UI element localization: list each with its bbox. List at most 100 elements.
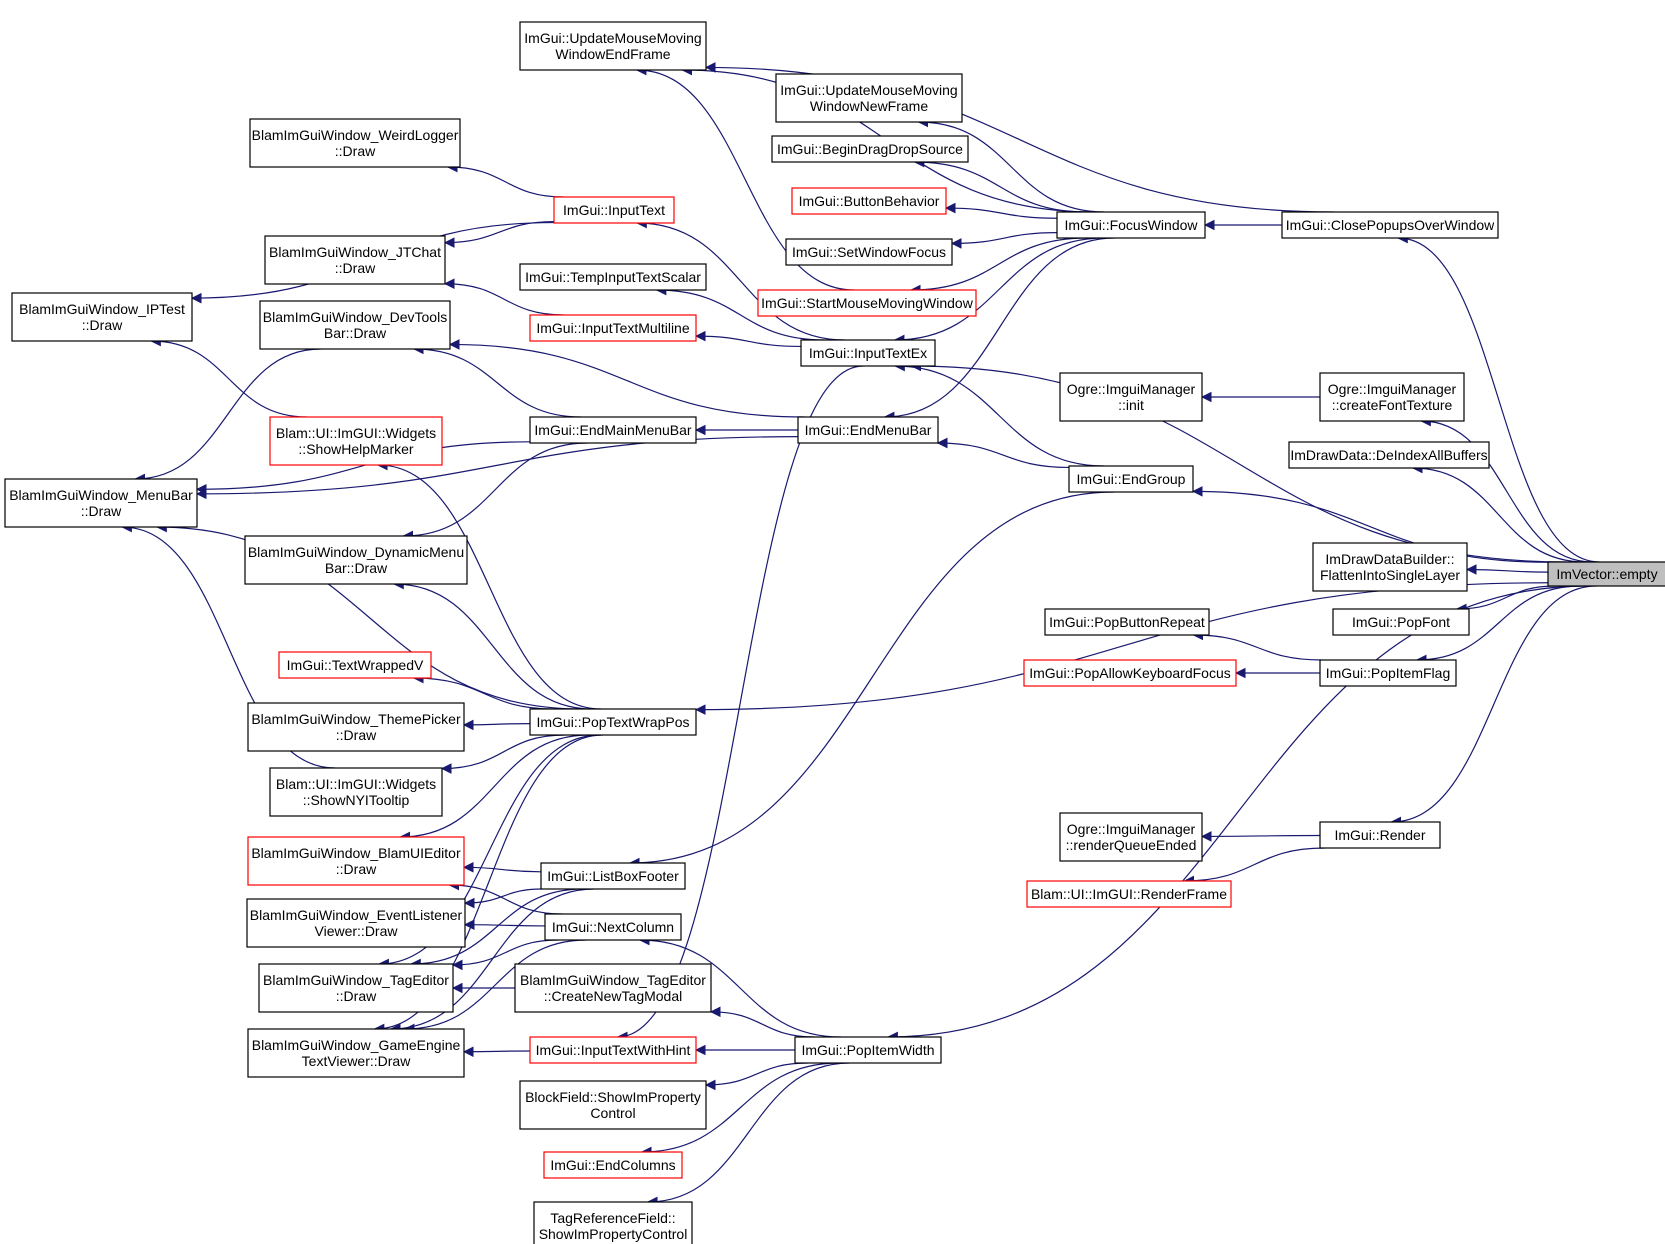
node-box[interactable] bbox=[519, 1080, 707, 1130]
graph-node-n_tagref[interactable]: TagReferenceField::ShowImPropertyControl bbox=[533, 1201, 693, 1244]
node-box[interactable] bbox=[1288, 441, 1490, 469]
node-box[interactable] bbox=[519, 263, 707, 291]
node-box[interactable] bbox=[543, 1151, 683, 1179]
graph-node-n_inputtext[interactable]: ImGui::InputText bbox=[553, 196, 675, 224]
node-box[interactable] bbox=[1044, 608, 1210, 636]
node-box[interactable] bbox=[1319, 821, 1441, 849]
graph-node-n_popiw[interactable]: ImGui::PopItemWidth bbox=[794, 1036, 942, 1064]
graph-node-n_endmain[interactable]: ImGui::EndMainMenuBar bbox=[529, 416, 697, 444]
graph-node-n_itmulti[interactable]: ImGui::InputTextMultiline bbox=[529, 314, 697, 342]
node-box[interactable] bbox=[247, 1028, 465, 1078]
node-box[interactable] bbox=[4, 478, 198, 528]
graph-node-n_setwf[interactable]: ImGui::SetWindowFocus bbox=[785, 238, 953, 266]
node-box[interactable] bbox=[785, 238, 953, 266]
node-box[interactable] bbox=[771, 135, 969, 163]
node-box[interactable] bbox=[11, 292, 193, 342]
graph-node-n_deindex[interactable]: ImDrawData::DeIndexAllBuffers bbox=[1288, 441, 1490, 469]
node-box[interactable] bbox=[259, 300, 451, 350]
node-box[interactable] bbox=[247, 702, 465, 752]
graph-node-n_renderframe[interactable]: Blam::UI::ImGUI::RenderFrame bbox=[1026, 880, 1232, 908]
graph-node-n_iptest[interactable]: BlamImGuiWindow_IPTest::Draw bbox=[11, 292, 193, 342]
graph-node-n_gametext[interactable]: BlamImGuiWindow_GameEngineTextViewer::Dr… bbox=[247, 1028, 465, 1078]
node-box[interactable] bbox=[1547, 561, 1665, 587]
node-box[interactable] bbox=[529, 1036, 697, 1064]
graph-node-n_smmw[interactable]: ImGui::StartMouseMovingWindow bbox=[757, 289, 977, 317]
graph-node-n_endgroup[interactable]: ImGui::EndGroup bbox=[1068, 465, 1194, 493]
graph-node-n_ogre_rqe[interactable]: Ogre::ImguiManager::renderQueueEnded bbox=[1059, 812, 1203, 862]
node-box[interactable] bbox=[529, 416, 697, 444]
graph-node-n_itex[interactable]: ImGui::InputTextEx bbox=[800, 339, 936, 367]
graph-node-n_blockfield[interactable]: BlockField::ShowImPropertyControl bbox=[519, 1080, 707, 1130]
graph-node-n_focus[interactable]: ImGui::FocusWindow bbox=[1056, 211, 1206, 239]
node-box[interactable] bbox=[529, 314, 697, 342]
node-box[interactable] bbox=[1059, 372, 1203, 422]
node-box[interactable] bbox=[258, 963, 454, 1013]
graph-node-n_ithint[interactable]: ImGui::InputTextWithHint bbox=[529, 1036, 697, 1064]
node-box[interactable] bbox=[1319, 659, 1457, 687]
graph-node-n_ogre_cft[interactable]: Ogre::ImguiManager::createFontTexture bbox=[1319, 372, 1465, 422]
node-box[interactable] bbox=[1319, 372, 1465, 422]
node-box[interactable] bbox=[514, 963, 712, 1013]
node-box[interactable] bbox=[247, 836, 465, 886]
graph-node-n_lbf[interactable]: ImGui::ListBoxFooter bbox=[540, 862, 686, 890]
node-box[interactable] bbox=[519, 21, 707, 71]
graph-node-n_bdds[interactable]: ImGui::BeginDragDropSource bbox=[771, 135, 969, 163]
graph-node-n_jchat[interactable]: BlamImGuiWindow_JTChat::Draw bbox=[264, 235, 446, 285]
graph-node-n_popif[interactable]: ImGui::PopItemFlag bbox=[1319, 659, 1457, 687]
node-box[interactable] bbox=[800, 339, 936, 367]
node-box[interactable] bbox=[1068, 465, 1194, 493]
graph-node-n_root[interactable]: ImVector::empty bbox=[1547, 561, 1665, 587]
graph-node-n_blamui[interactable]: BlamImGuiWindow_BlamUIEditor::Draw bbox=[247, 836, 465, 886]
graph-node-n_ogre_init[interactable]: Ogre::ImguiManager::init bbox=[1059, 372, 1203, 422]
node-box[interactable] bbox=[1281, 211, 1499, 239]
graph-node-n_flatten[interactable]: ImDrawDataBuilder::FlattenIntoSingleLaye… bbox=[1312, 542, 1468, 592]
node-box[interactable] bbox=[1026, 880, 1232, 908]
node-box[interactable] bbox=[246, 898, 466, 948]
node-box[interactable] bbox=[797, 416, 939, 444]
graph-node-n_nyi[interactable]: Blam::UI::ImGUI::Widgets::ShowNYITooltip bbox=[269, 767, 443, 817]
node-box[interactable] bbox=[540, 862, 686, 890]
graph-node-n_endmenu[interactable]: ImGui::EndMenuBar bbox=[797, 416, 939, 444]
graph-node-n_poptwp[interactable]: ImGui::PopTextWrapPos bbox=[529, 708, 697, 736]
graph-node-n_theme[interactable]: BlamImGuiWindow_ThemePicker::Draw bbox=[247, 702, 465, 752]
graph-node-n_menubar[interactable]: BlamImGuiWindow_MenuBar::Draw bbox=[4, 478, 198, 528]
node-box[interactable] bbox=[264, 235, 446, 285]
graph-node-n_popakf[interactable]: ImGui::PopAllowKeyboardFocus bbox=[1023, 659, 1237, 687]
node-box[interactable] bbox=[544, 913, 682, 941]
node-box[interactable] bbox=[1332, 608, 1470, 636]
graph-node-n_evtlist[interactable]: BlamImGuiWindow_EventListenerViewer::Dra… bbox=[246, 898, 466, 948]
node-box[interactable] bbox=[553, 196, 675, 224]
graph-node-n_weird[interactable]: BlamImGuiWindow_WeirdLogger::Draw bbox=[249, 118, 461, 168]
graph-node-n_popbr[interactable]: ImGui::PopButtonRepeat bbox=[1044, 608, 1210, 636]
graph-node-n_closepop[interactable]: ImGui::ClosePopupsOverWindow bbox=[1281, 211, 1499, 239]
node-box[interactable] bbox=[1023, 659, 1237, 687]
node-box[interactable] bbox=[533, 1201, 693, 1244]
node-box[interactable] bbox=[269, 416, 443, 466]
graph-node-n_btnbeh[interactable]: ImGui::ButtonBehavior bbox=[791, 187, 947, 215]
graph-node-n_nextcol[interactable]: ImGui::NextColumn bbox=[544, 913, 682, 941]
node-box[interactable] bbox=[1056, 211, 1206, 239]
node-box[interactable] bbox=[529, 708, 697, 736]
node-box[interactable] bbox=[269, 767, 443, 817]
node-box[interactable] bbox=[249, 118, 461, 168]
graph-node-n_popfont[interactable]: ImGui::PopFont bbox=[1332, 608, 1470, 636]
graph-node-n_tempin[interactable]: ImGui::TempInputTextScalar bbox=[519, 263, 707, 291]
node-box[interactable] bbox=[1312, 542, 1468, 592]
graph-node-n_tageditor[interactable]: BlamImGuiWindow_TagEditor::Draw bbox=[258, 963, 454, 1013]
node-box[interactable] bbox=[1059, 812, 1203, 862]
graph-node-n_endcols[interactable]: ImGui::EndColumns bbox=[543, 1151, 683, 1179]
node-box[interactable] bbox=[794, 1036, 942, 1064]
node-box[interactable] bbox=[757, 289, 977, 317]
node-box[interactable] bbox=[244, 535, 468, 585]
graph-node-n_helpm[interactable]: Blam::UI::ImGUI::Widgets::ShowHelpMarker bbox=[269, 416, 443, 466]
graph-node-n_twv[interactable]: ImGui::TextWrappedV bbox=[278, 651, 432, 679]
graph-node-n_render[interactable]: ImGui::Render bbox=[1319, 821, 1441, 849]
node-box[interactable] bbox=[791, 187, 947, 215]
graph-node-n_tagnew[interactable]: BlamImGuiWindow_TagEditor::CreateNewTagM… bbox=[514, 963, 712, 1013]
node-box[interactable] bbox=[278, 651, 432, 679]
node-box[interactable] bbox=[775, 73, 963, 123]
